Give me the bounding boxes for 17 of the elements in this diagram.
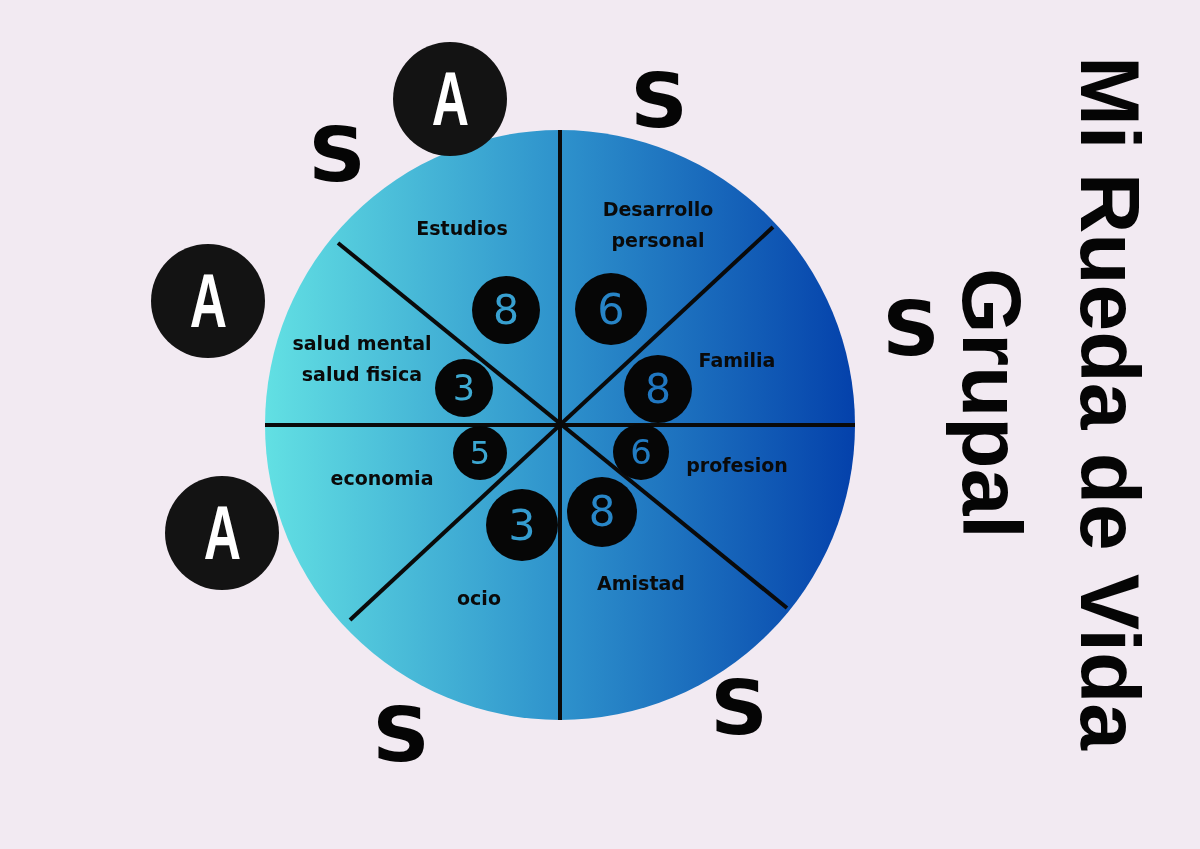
sector-label: economia [330,465,434,491]
sector-label: Amistad [597,570,685,596]
decorative-letter: S [372,698,430,772]
decorative-letter: S [630,64,688,138]
letter-circle: A [151,244,265,358]
decorative-letter: S [882,292,940,366]
letter-circle: A [165,476,279,590]
sector-label: Desarrollo personal [601,197,715,253]
sector-label: Estudios [416,215,508,241]
sector-label: ocio [457,585,501,611]
letter-circle: A [393,42,507,156]
sector-label: profesion [686,452,788,478]
title: Mi Rueda de Vida Grupal [944,55,1158,753]
decorative-letter: S [308,118,366,192]
decorative-letter: S [710,671,768,745]
sector-label: Familia [698,347,776,373]
sector-label: salud mental salud fisica [291,331,433,387]
